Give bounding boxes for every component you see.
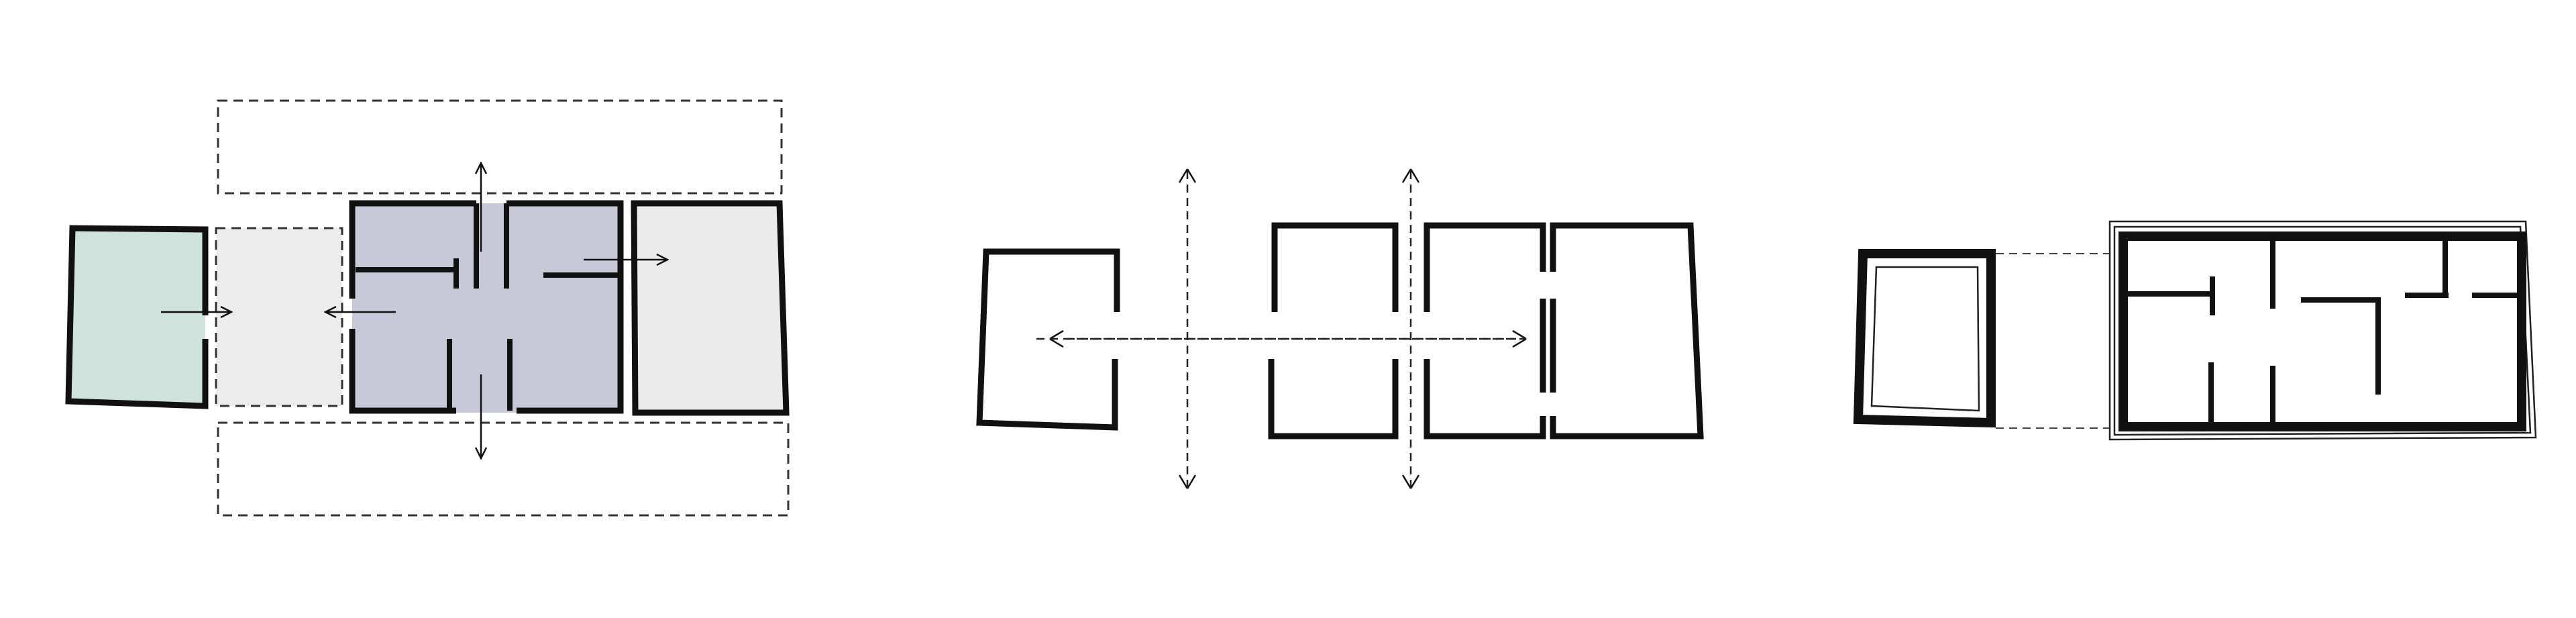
plan-partition-mid: [2301, 297, 2381, 395]
axes-room-1: [976, 248, 1120, 431]
structure-diagram: [1853, 220, 2537, 441]
green-room-fill: [68, 228, 205, 406]
green-room-walls: [65, 225, 209, 409]
large-plan-walls: [2118, 231, 2526, 431]
vertical-axis-2-arrow-bottom: [1401, 474, 1420, 489]
vertical-axis-1-arrow-bottom: [1178, 474, 1197, 489]
lavender-room-partition-2: [474, 203, 509, 289]
small-box-outer: [1853, 249, 1996, 428]
vertical-axis-1-arrow-top: [1178, 168, 1197, 183]
large-plan-outer-line: [2108, 220, 2537, 441]
axes-room-4: [1550, 222, 1704, 440]
horizontal-axis-arrow-right: [1512, 329, 1527, 348]
right-grey-room-walls: [631, 200, 790, 416]
light-grey-room: [216, 228, 342, 406]
vertical-axis-2-arrow-top: [1401, 168, 1420, 183]
lavender-room-outer-walls: [349, 200, 624, 414]
circulation-axes-diagram: [976, 168, 1704, 489]
right-grey-room-fill: [634, 203, 786, 413]
plan-partition-right-stub: [2405, 236, 2449, 298]
axes-room-2: [1268, 222, 1399, 440]
lavender-room-fill: [352, 203, 621, 413]
upper-dashed-zone: [217, 99, 783, 195]
axes-room-3: [1424, 222, 1546, 440]
small-box-inner: [1870, 266, 1980, 412]
large-plan-inner-line: [2113, 225, 2532, 436]
light-grey-room-outline: [215, 227, 343, 407]
lower-dashed-zone: [217, 421, 790, 517]
lavender-room-partition-4: [447, 339, 513, 411]
zoning-diagram: [65, 99, 790, 517]
lavender-room-partition-1: [356, 258, 459, 289]
horizontal-axis-arrow-left: [1049, 329, 1064, 348]
